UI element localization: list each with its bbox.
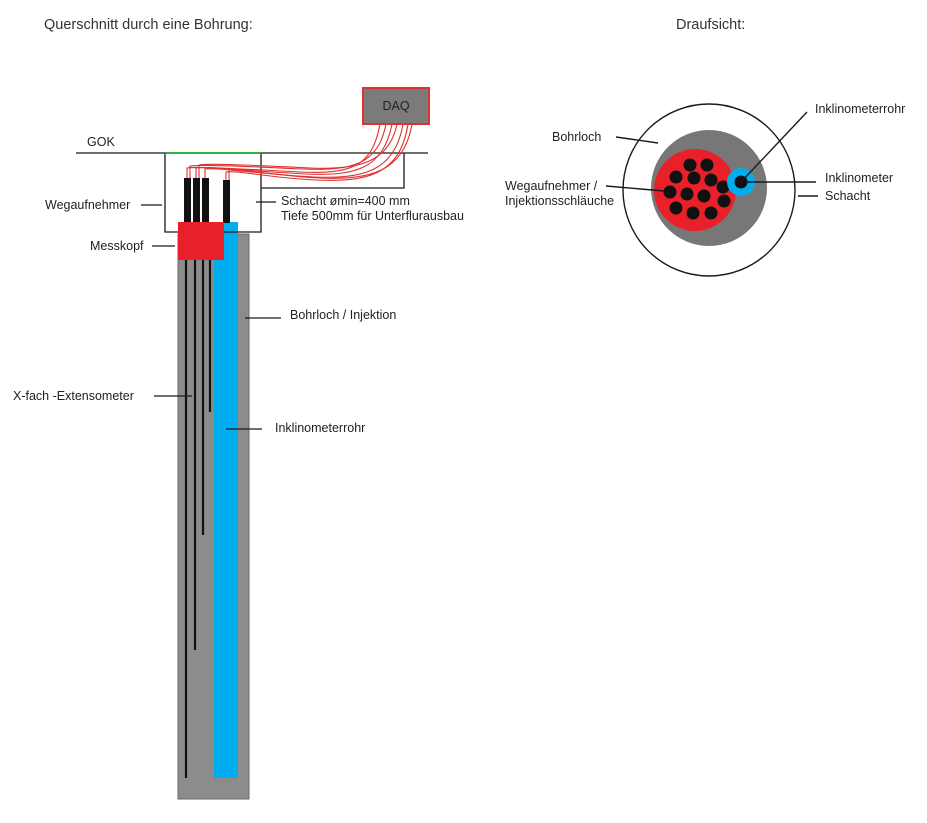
tv-wegaufnehmer-label-1: Wegaufnehmer / (505, 179, 598, 193)
top-view-title: Draufsicht: (676, 17, 745, 33)
schacht-label-line1: Schacht ømin=400 mm (281, 194, 410, 208)
extensometer-label: X-fach -Extensometer (13, 389, 134, 403)
inclinometer-tube (214, 222, 238, 778)
shaft-channel (261, 153, 405, 189)
tv-wegaufnehmer-leader (605, 185, 665, 192)
transducer-3 (202, 178, 209, 223)
tv-schacht-label: Schacht (825, 189, 871, 203)
tv-inklinometerrohr-leader (740, 111, 808, 183)
bohrloch-injektion-label: Bohrloch / Injektion (290, 308, 396, 322)
transducer-4 (223, 180, 230, 223)
tv-bohrloch-label: Bohrloch (552, 130, 601, 144)
inklinometerrohr-label: Inklinometerrohr (275, 421, 365, 435)
daq-box (362, 87, 430, 125)
gok-label: GOK (87, 135, 115, 149)
tv-inklinometer-label: Inklinometer (825, 171, 893, 185)
borehole-column (177, 233, 250, 800)
daq-label: DAQ (382, 99, 409, 113)
wegaufnehmer-label: Wegaufnehmer (45, 198, 130, 212)
transducer-2 (193, 178, 200, 223)
tv-bohrloch-leader (615, 136, 659, 144)
schacht-label-line2: Tiefe 500mm für Unterflurausbau (281, 209, 464, 223)
signal-cables (186, 123, 413, 181)
tv-inklinometerrohr-label: Inklinometerrohr (815, 102, 905, 116)
section-title: Querschnitt durch eine Bohrung: (44, 17, 253, 33)
tv-wegaufnehmer-label-2: Injektionsschläuche (505, 194, 614, 208)
transducer-1 (184, 178, 191, 223)
messkopf-label: Messkopf (90, 239, 144, 253)
hose-dots (663, 158, 731, 220)
messkopf-block (178, 222, 224, 260)
